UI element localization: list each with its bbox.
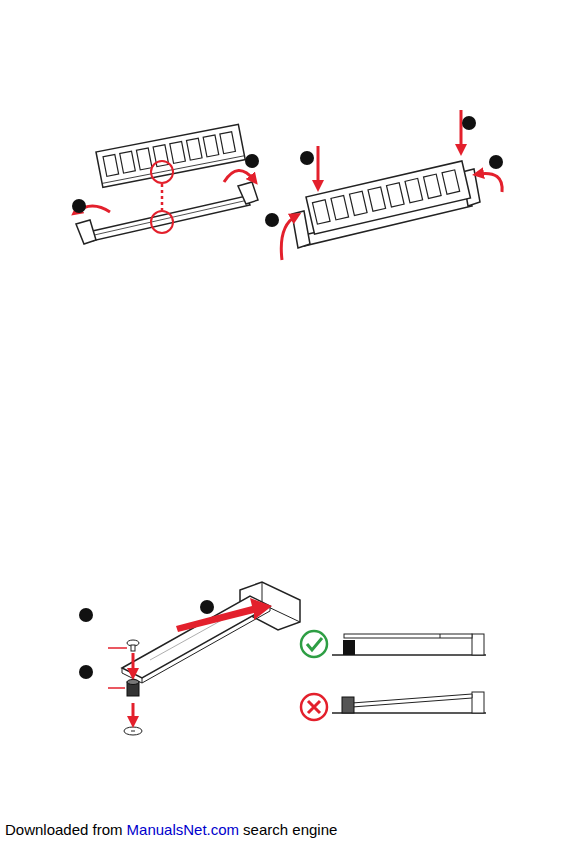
memory-chip — [203, 135, 219, 157]
memory-chip — [220, 132, 236, 154]
memory-chip — [442, 170, 460, 194]
insert-arrow — [176, 598, 272, 632]
correct-icon — [301, 631, 327, 657]
memory-chip — [186, 138, 202, 160]
memory-chip — [349, 191, 367, 215]
footer-text: Downloaded from — [5, 821, 123, 838]
callout-dot — [79, 600, 214, 679]
source-link: ManualsNet.com — [127, 821, 240, 838]
leader-line — [108, 648, 127, 688]
callout-dot — [265, 116, 503, 227]
wrong-icon — [301, 694, 327, 720]
memory-chip — [170, 141, 186, 163]
memory-chip — [424, 174, 442, 198]
memory-chip — [331, 195, 349, 219]
callout-dot — [72, 154, 259, 213]
memory-chip — [103, 154, 119, 176]
memory-chip — [312, 200, 330, 224]
press-arrows — [281, 110, 502, 260]
correct-install — [332, 634, 486, 655]
standoff — [124, 680, 142, 736]
footer-text: search engine — [243, 821, 337, 838]
latch-arrows — [76, 170, 254, 212]
memory-chip — [120, 151, 136, 173]
screw — [127, 640, 139, 651]
memory-chip — [136, 148, 152, 170]
install-arrows — [132, 653, 135, 722]
notch-alignment — [151, 161, 173, 233]
memory-chip — [368, 187, 386, 211]
memory-chip — [386, 183, 404, 207]
memory-module — [306, 161, 470, 234]
memory-module — [96, 124, 245, 187]
memory-chip — [405, 178, 423, 202]
footer-note: Downloaded fromManualsNet.comsearch engi… — [5, 821, 341, 838]
wrong-install — [332, 692, 486, 713]
memory-slot — [76, 182, 258, 244]
